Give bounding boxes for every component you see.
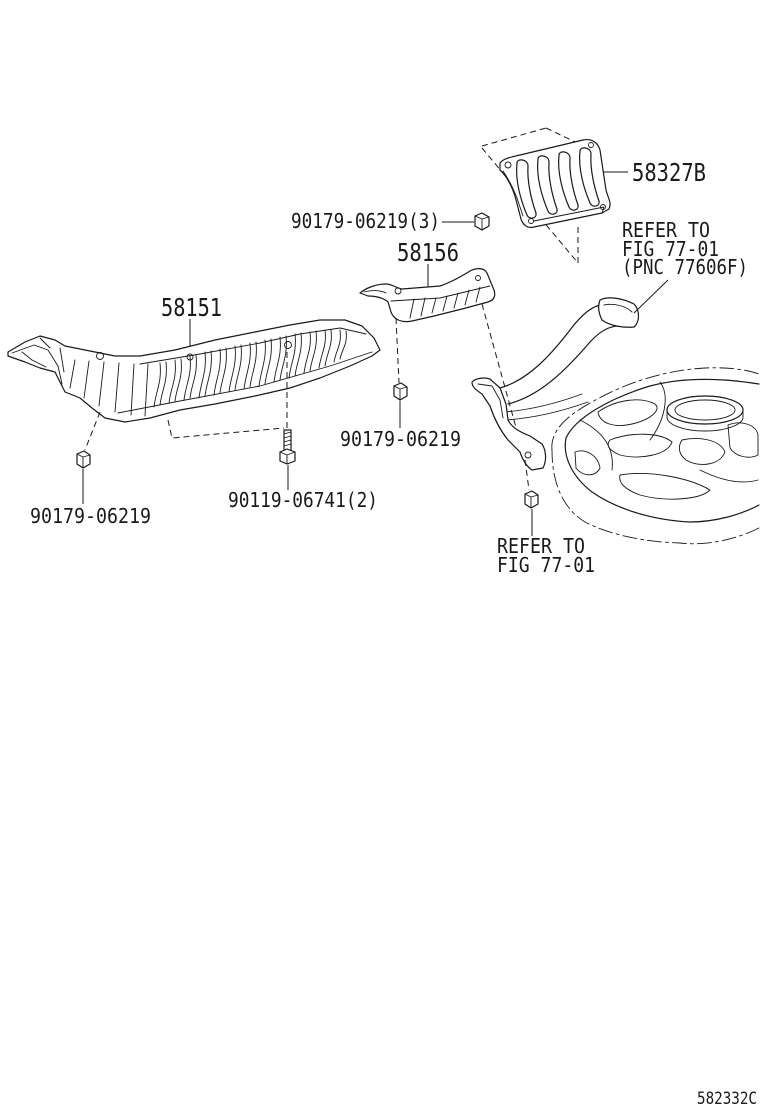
projection-dashed-line — [167, 419, 285, 439]
mount-hole — [394, 287, 402, 295]
fuel-pump-ring-inner — [674, 399, 736, 421]
bolt-thread — [283, 431, 292, 447]
hex-nut-edges — [524, 493, 539, 509]
mount-hole — [504, 161, 512, 169]
fuel-tank-reference — [551, 367, 760, 545]
mount-hole — [186, 353, 194, 361]
heat-insulator-58156-ribs — [409, 286, 481, 319]
fuel-tank-ridge — [727, 422, 759, 458]
fuel-tank-ridge — [574, 450, 601, 476]
hex-nut-body — [76, 450, 91, 469]
fuel-tank-ridge — [678, 438, 726, 465]
filler-pipe-edge — [507, 324, 631, 405]
bolt-head-edges — [279, 451, 296, 465]
hex-nut-edges — [393, 385, 408, 401]
fuel-tank-ridge — [619, 473, 711, 500]
mount-hole — [524, 451, 532, 459]
mount-hole — [96, 352, 104, 360]
heat-insulator-58156-outline — [359, 268, 496, 323]
fuel-tank-contour — [579, 381, 759, 483]
projection-dashed-line — [395, 317, 400, 384]
projection-dashed-line — [524, 459, 530, 491]
figure-id: 582332C — [697, 1089, 757, 1109]
heat-insulator-58151-flap — [11, 337, 65, 385]
heat-insulator-58327b-rib — [516, 159, 537, 219]
breather-tube — [503, 393, 589, 421]
reference-note-pipe-line3: (PNC 77606F) — [622, 255, 748, 279]
projection-dashed-line — [481, 303, 521, 443]
heat-insulator-58327b-edge — [502, 170, 605, 222]
projection-dashed-line — [545, 127, 589, 149]
filler-pipe-cap — [598, 297, 640, 328]
reference-note-pipe-line2: FIG 77-01 — [622, 237, 719, 261]
part-number-58151: 58151 — [161, 293, 222, 322]
fuel-pump-ring-side — [666, 409, 744, 432]
leader-line-ref-pipe — [633, 279, 669, 314]
part-number-58156: 58156 — [397, 238, 459, 267]
hex-nut-icon — [524, 490, 539, 509]
hex-nut-icon — [393, 382, 408, 401]
heat-insulator-58151-ribs — [69, 329, 347, 417]
filler-pipe-bracket — [471, 377, 547, 471]
fuel-filler-pipe-reference — [471, 297, 640, 471]
reference-note-tank-line2: FIG 77-01 — [497, 553, 595, 577]
heat-insulator-58327b-rib — [579, 147, 600, 207]
hex-nut-body — [393, 382, 408, 401]
heat-insulator-58327b-rib — [537, 155, 558, 215]
heat-insulator-58327b-outline — [499, 138, 611, 229]
filler-pipe-cap-detail — [603, 303, 633, 313]
bolt-icon — [279, 429, 296, 465]
part-number-58327b: 58327B — [632, 158, 706, 187]
heat-insulator-58156-fold — [363, 285, 491, 302]
hex-nut-edges — [474, 215, 490, 231]
fuel-tank-ridge — [597, 399, 658, 426]
part-number-nut-mid: 90179-06219 — [340, 427, 461, 451]
projection-dashed-line — [481, 127, 547, 147]
mount-hole — [475, 275, 481, 281]
fuel-tank-body — [564, 437, 760, 523]
heat-insulator-58151 — [7, 319, 381, 423]
projection-dashed-line — [84, 411, 101, 451]
part-number-bolt: 90119-06741(2) — [228, 488, 378, 512]
heat-insulator-58327b-rib — [558, 151, 579, 211]
filler-pipe-edge — [499, 303, 627, 389]
reference-note-pipe-line1: REFER TO — [622, 218, 710, 242]
fuel-tank-phantom-outline — [551, 449, 760, 545]
heat-insulator-58151-outline — [7, 319, 381, 423]
mount-hole — [284, 341, 292, 349]
mount-hole — [588, 142, 594, 148]
hex-nut-icon — [76, 450, 91, 469]
heat-insulator-58327b — [499, 138, 611, 229]
part-number-nut-left: 90179-06219 — [30, 504, 151, 528]
hex-nut-icon — [474, 212, 490, 231]
mount-hole — [528, 218, 534, 224]
heat-insulator-58156 — [359, 268, 496, 323]
reference-note-tank-line1: REFER TO — [497, 534, 585, 558]
filler-pipe-bracket-edge — [477, 383, 504, 419]
bolt-head — [279, 448, 296, 465]
mount-hole — [600, 204, 606, 210]
hex-nut-body — [524, 490, 539, 509]
hex-nut-edges — [76, 453, 91, 469]
fuel-tank-phantom-outline — [551, 367, 760, 451]
part-number-nut-x3: 90179-06219(3) — [291, 209, 440, 233]
